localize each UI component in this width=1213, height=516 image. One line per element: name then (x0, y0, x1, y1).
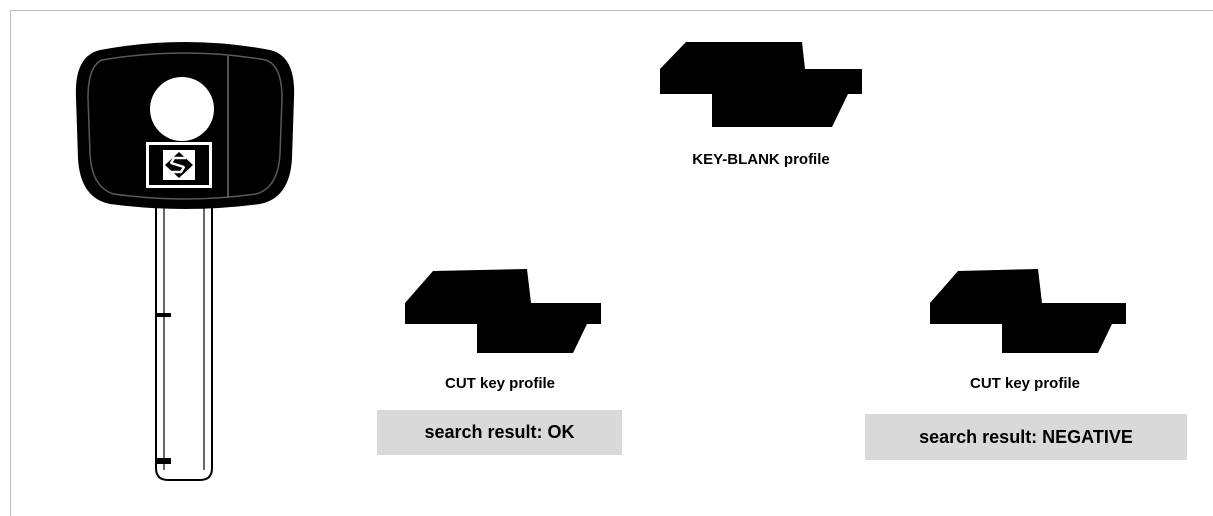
search-result-negative-box: search result: NEGATIVE (865, 414, 1187, 460)
cut-key-profile-negative-shape (930, 269, 1126, 353)
search-result-ok-box: search result: OK (377, 410, 622, 455)
cut-key-ok-caption: CUT key profile (444, 375, 556, 392)
key-blade (155, 199, 213, 481)
key-blank-profile-shape (660, 42, 862, 127)
diamond-s-logo-icon (146, 142, 212, 188)
key-blank-caption: KEY-BLANK profile (692, 151, 830, 168)
key-ring-hole (150, 77, 214, 141)
cut-key-profile-ok-shape (405, 269, 601, 353)
cut-key-negative-caption: CUT key profile (969, 375, 1081, 392)
figure-frame (10, 10, 1213, 516)
car-key-icon (75, 42, 295, 481)
